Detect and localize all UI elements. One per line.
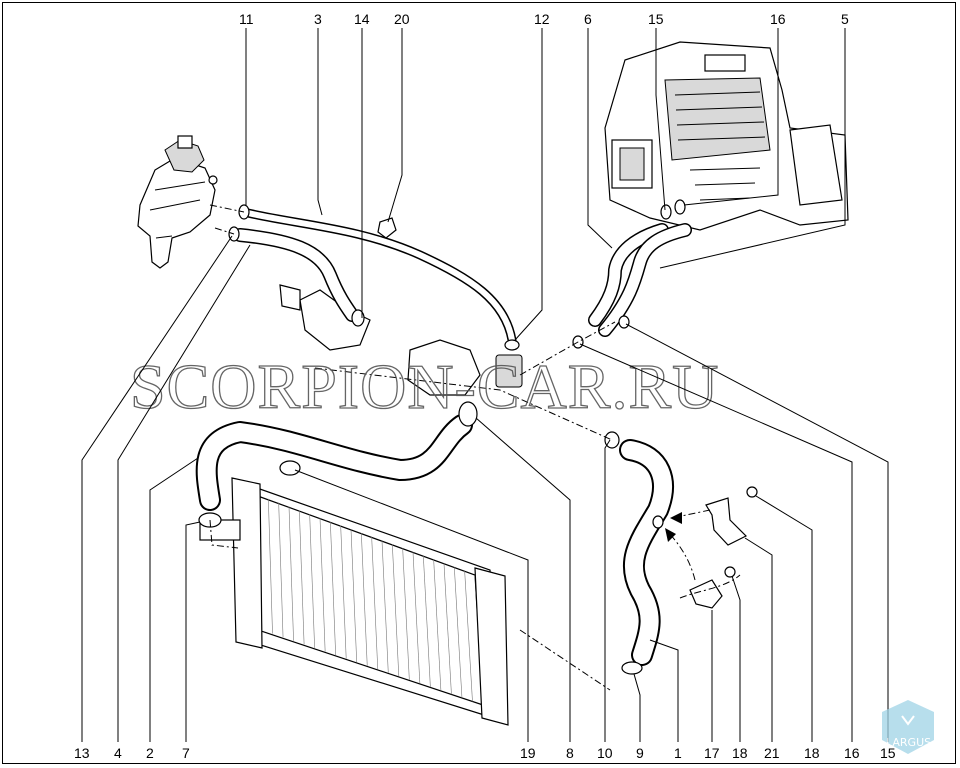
radiator-fin <box>330 521 336 656</box>
radiator-fin <box>361 533 368 666</box>
radiator-fin <box>423 555 431 688</box>
radiator-fin <box>340 525 347 659</box>
radiator-fin <box>454 567 463 698</box>
label-8: 8 <box>566 745 574 761</box>
radiator-fin <box>371 536 379 670</box>
brand-badge-name: LARGUS <box>886 736 931 749</box>
clamps <box>198 199 758 675</box>
label-1: 1 <box>674 745 682 761</box>
label-17: 17 <box>704 745 720 761</box>
label-16-top: 16 <box>770 11 786 27</box>
brand-badge: LARGUS shop <box>882 700 934 760</box>
label-3: 3 <box>314 11 322 27</box>
label-20: 20 <box>394 11 410 27</box>
label-10: 10 <box>597 745 613 761</box>
assembly-lines <box>209 204 616 691</box>
label-18-b: 18 <box>804 745 820 761</box>
label-9: 9 <box>636 745 644 761</box>
radiator-fin <box>381 540 389 673</box>
radiator-fin <box>392 544 400 677</box>
brand-badge-sub: shop <box>900 752 917 760</box>
radiator-fin <box>268 498 273 634</box>
radiator-fin <box>433 559 442 691</box>
label-19: 19 <box>520 745 536 761</box>
brand-logo-icon <box>901 715 915 726</box>
radiator-fin <box>412 552 421 684</box>
label-15-top: 15 <box>648 11 664 27</box>
radiator-fin <box>288 506 294 641</box>
radiator-fin <box>278 502 284 638</box>
radiator-fin <box>402 548 410 681</box>
radiator-fin <box>443 563 452 695</box>
radiator-fin <box>464 571 473 702</box>
radiator-fin <box>319 517 326 652</box>
heater-unit <box>604 41 849 231</box>
label-2: 2 <box>146 745 154 761</box>
hoses <box>195 208 692 666</box>
label-5: 5 <box>841 11 849 27</box>
expansion-tank <box>137 135 218 269</box>
label-7: 7 <box>182 745 190 761</box>
label-16-bottom: 16 <box>844 745 860 761</box>
label-4: 4 <box>114 745 122 761</box>
leader-lines <box>81 28 889 742</box>
label-12: 12 <box>534 11 550 27</box>
radiator-fin <box>350 529 358 663</box>
radiator <box>199 477 509 726</box>
label-13: 13 <box>74 745 90 761</box>
part-number-labels: 11 3 14 20 12 6 15 16 5 13 4 2 7 19 8 10… <box>74 11 896 761</box>
radiator-fin <box>299 510 305 645</box>
label-14: 14 <box>354 11 370 27</box>
watermark-text: SCORPION-CAR.RU <box>130 351 719 422</box>
radiator-fin <box>309 514 315 648</box>
label-18-a: 18 <box>732 745 748 761</box>
label-6: 6 <box>584 11 592 27</box>
label-15-bottom: 15 <box>880 745 896 761</box>
label-21: 21 <box>764 745 780 761</box>
label-11: 11 <box>239 11 254 27</box>
assembly-arrows <box>665 509 741 599</box>
